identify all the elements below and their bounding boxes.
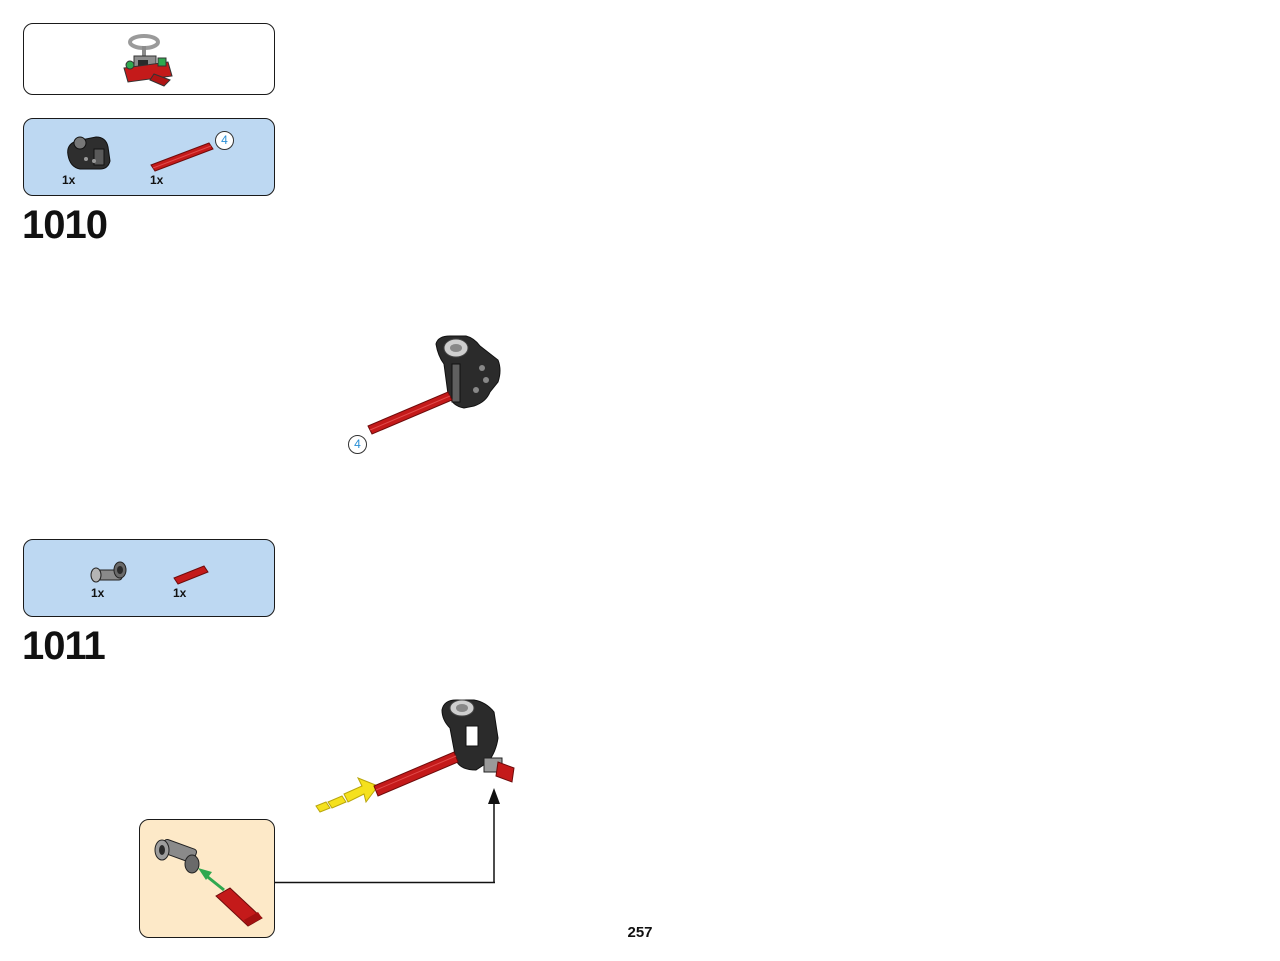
gray-black-axle-connector-icon (67, 136, 111, 170)
sub-assembly-connector-line (274, 881, 495, 884)
page-number: 257 (627, 924, 653, 941)
step-1010-assembly-image (367, 335, 501, 435)
sub-assembly-image (154, 838, 263, 927)
assembly-length-callout: 4 (348, 435, 367, 454)
step-number-1010: 1010 (22, 203, 108, 247)
sub-assembly-box (139, 819, 275, 938)
axle-length-callout: 4 (215, 131, 234, 150)
gray-pin-connector-icon (90, 561, 127, 583)
parts-list-step-1011: 1x 1x (23, 539, 275, 617)
red-short-axle-icon (173, 565, 209, 585)
submodel-steering-image (123, 34, 173, 87)
step-1011-assembly-image (315, 699, 515, 882)
part-quantity-2: 1x (150, 173, 164, 187)
part-quantity-4: 1x (173, 586, 187, 600)
parts-list-step-1010: 1x 1x 4 (23, 118, 275, 196)
red-axle-icon (150, 142, 214, 172)
step-number-1011: 1011 (22, 624, 106, 668)
part-quantity-1: 1x (62, 173, 76, 187)
part-quantity-3: 1x (91, 586, 105, 600)
submodel-preview-box (23, 23, 275, 95)
